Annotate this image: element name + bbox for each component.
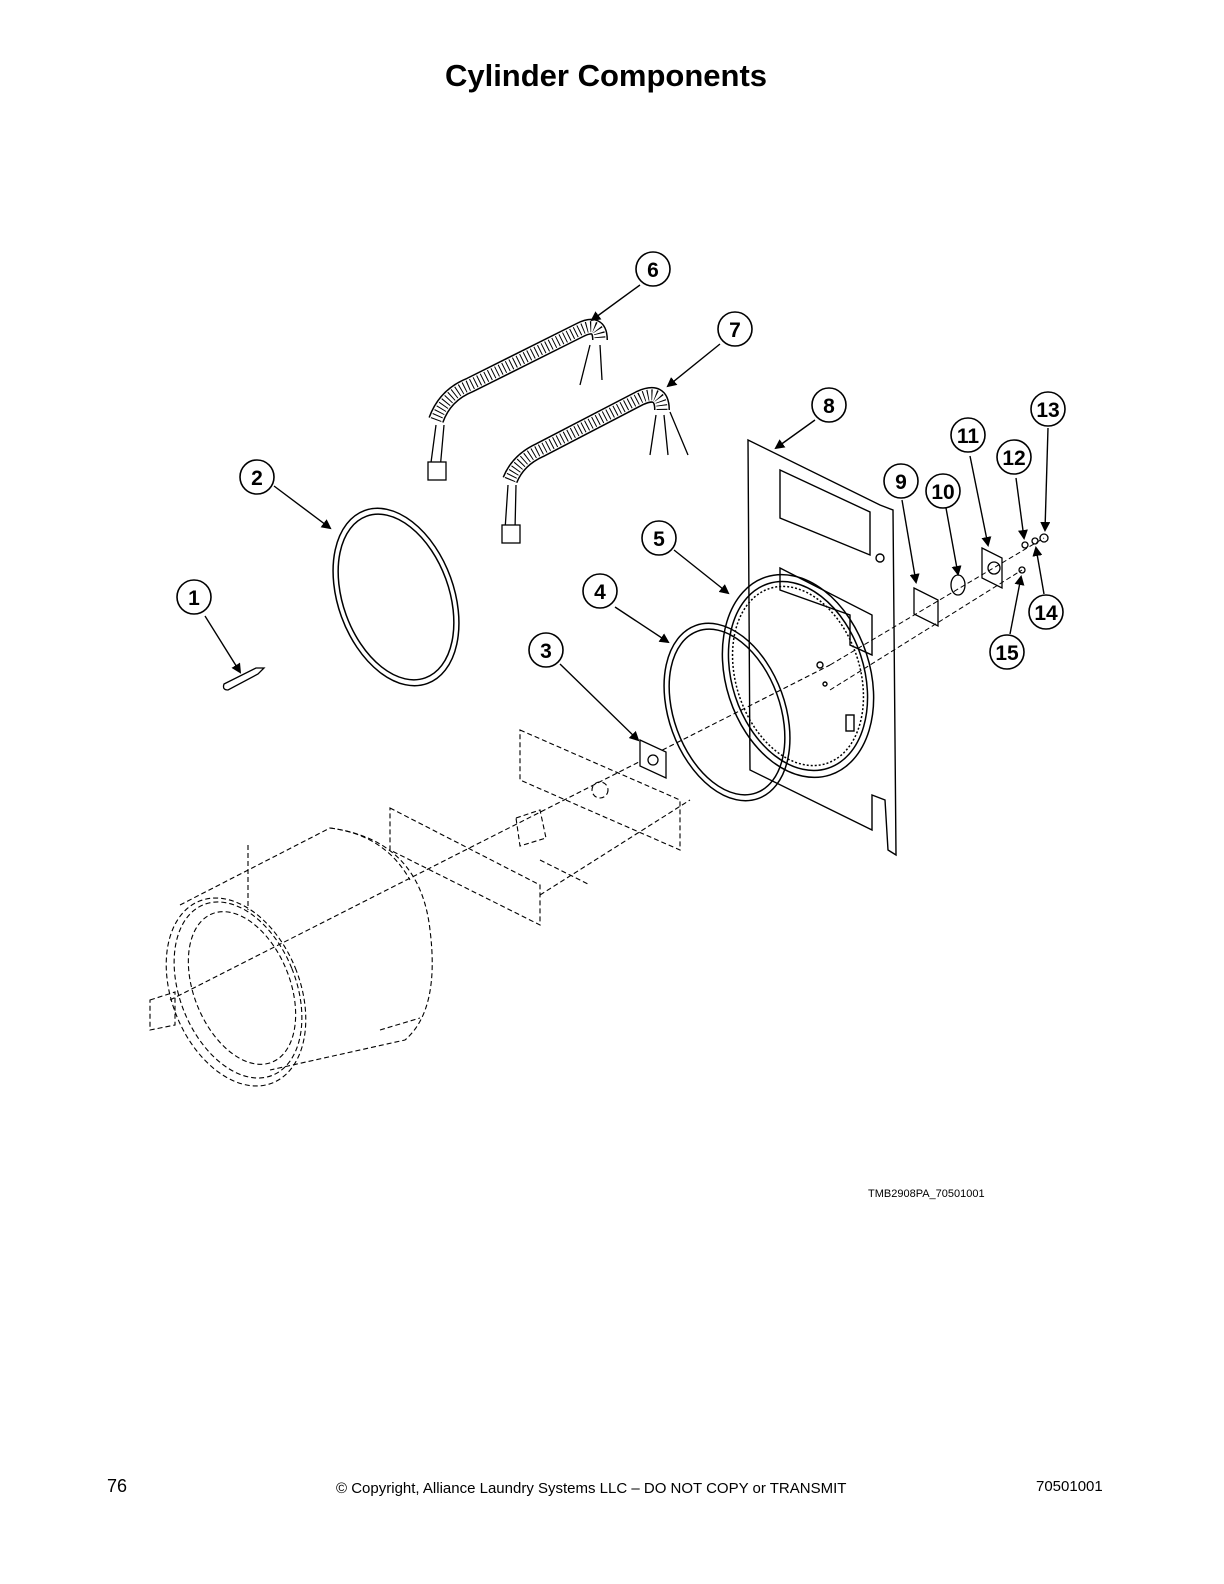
bearing-hardware: [913, 533, 1049, 628]
callout-4: 4: [582, 573, 618, 609]
copyright-notice: © Copyright, Alliance Laundry Systems LL…: [336, 1480, 847, 1497]
callout-13: 13: [1030, 391, 1066, 427]
svg-text:13: 13: [1036, 399, 1059, 422]
svg-text:3: 3: [540, 640, 552, 663]
svg-text:14: 14: [1034, 602, 1058, 625]
callout-8: 8: [811, 387, 847, 423]
page-title: Cylinder Components: [444, 58, 768, 93]
callout-12: 12: [996, 439, 1032, 475]
part-10-bearing: [950, 574, 966, 596]
svg-text:4: 4: [594, 581, 606, 604]
svg-text:10: 10: [931, 481, 954, 504]
leader-lines: [204, 284, 1051, 742]
svg-text:15: 15: [995, 642, 1019, 665]
part-12-washer: [1021, 541, 1029, 549]
part-14-nut: [1031, 537, 1039, 545]
svg-text:5: 5: [653, 528, 665, 551]
part-2-gasket: [332, 507, 460, 687]
callout-10: 10: [925, 473, 961, 509]
part-1-pin: [222, 667, 266, 691]
svg-text:7: 7: [729, 319, 741, 342]
part-4-ring: [663, 622, 791, 802]
svg-text:9: 9: [895, 471, 907, 494]
callout-11: 11: [950, 417, 986, 453]
part-9-plate: [913, 586, 939, 628]
callout-1: 1: [176, 579, 212, 615]
part-5-seal: [721, 573, 875, 779]
svg-text:8: 8: [823, 395, 835, 418]
svg-text:1: 1: [188, 587, 200, 610]
svg-text:11: 11: [957, 425, 980, 448]
drawing-code: TMB2908PA_70501001: [868, 1188, 985, 1200]
drum-assembly-reference: [149, 664, 831, 1087]
callout-3: 3: [528, 632, 564, 668]
callout-5: 5: [641, 520, 677, 556]
document-number: 70501001: [1036, 1478, 1103, 1495]
svg-text:2: 2: [251, 467, 263, 490]
callout-2: 2: [239, 459, 275, 495]
part-8-rear-panel: [747, 438, 897, 857]
svg-text:6: 6: [647, 259, 659, 282]
callout-9: 9: [883, 463, 919, 499]
part-3-plate: [639, 738, 667, 780]
part-7-harness: [501, 387, 689, 544]
callout-6: 6: [635, 251, 671, 287]
callout-14: 14: [1028, 594, 1064, 630]
part-6-harness: [427, 318, 608, 481]
page-number: 76: [107, 1476, 128, 1496]
svg-text:12: 12: [1002, 447, 1025, 470]
callout-15: 15: [989, 634, 1025, 670]
callout-7: 7: [717, 311, 753, 347]
